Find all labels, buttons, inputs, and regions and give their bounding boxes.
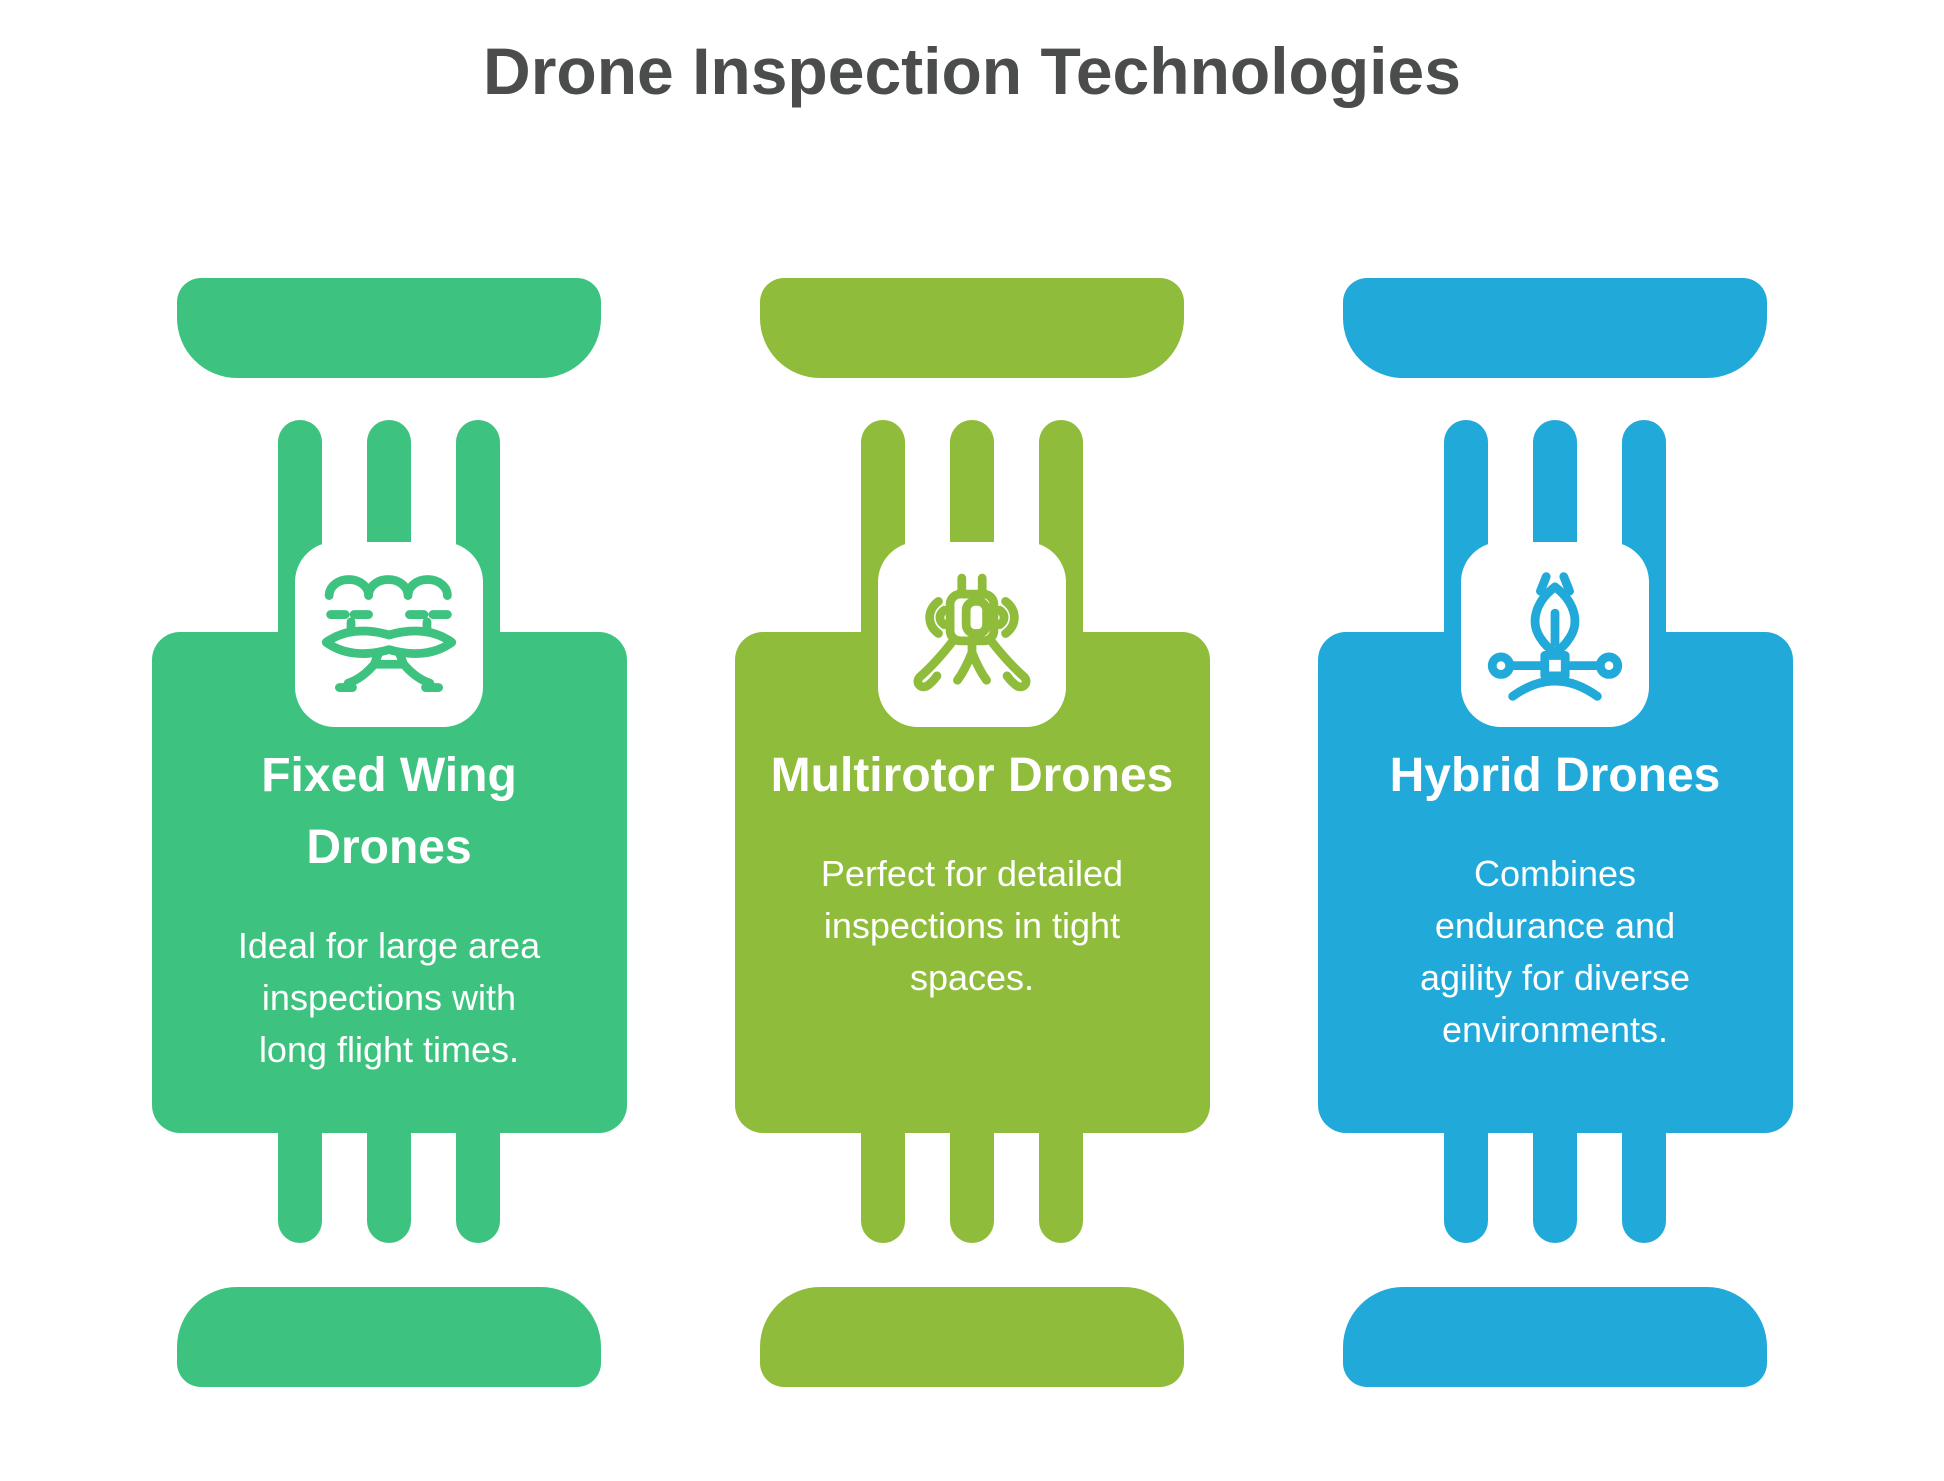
pillar-bar bbox=[1533, 1133, 1577, 1243]
column-cap-top bbox=[177, 278, 601, 378]
column-bars-bottom bbox=[861, 1133, 1083, 1243]
card-title: Multirotor Drones bbox=[770, 749, 1174, 802]
pillar-bar bbox=[456, 1133, 500, 1243]
column-hybrid: Hybrid Drones Combines endurance and agi… bbox=[1317, 278, 1793, 1390]
page-title: Drone Inspection Technologies bbox=[483, 34, 1461, 108]
info-card: Hybrid Drones Combines endurance and agi… bbox=[1317, 632, 1793, 1133]
column-bars-bottom bbox=[1444, 1133, 1666, 1243]
pillar-bar bbox=[1039, 1133, 1083, 1243]
hybrid-drone-icon bbox=[1487, 571, 1623, 701]
pillar-bar bbox=[1622, 1133, 1666, 1243]
icon-box bbox=[878, 542, 1066, 727]
multirotor-drone-icon bbox=[913, 573, 1031, 691]
column-bars-bottom bbox=[278, 1133, 500, 1243]
column-cap-top bbox=[1343, 278, 1767, 378]
column-fixed-wing: Fixed Wing Drones Ideal for large area i… bbox=[151, 278, 627, 1390]
columns-container: Fixed Wing Drones Ideal for large area i… bbox=[0, 278, 1944, 1390]
icon-box bbox=[295, 542, 483, 727]
card-description: Combines endurance and agility for diver… bbox=[1419, 853, 1691, 1050]
card-title: Hybrid Drones bbox=[1389, 749, 1721, 802]
card-description: Ideal for large area inspections with lo… bbox=[237, 925, 541, 1070]
pillar-bar bbox=[1444, 1133, 1488, 1243]
column-cap-bottom bbox=[1343, 1287, 1767, 1387]
pillar-bar bbox=[367, 1133, 411, 1243]
pillar-bar bbox=[950, 1133, 994, 1243]
card-title: Fixed Wing Drones bbox=[261, 749, 517, 874]
pillar-bar bbox=[861, 1133, 905, 1243]
column-multirotor: Multirotor Drones Perfect for detailed i… bbox=[734, 278, 1210, 1390]
pillar-bar bbox=[278, 1133, 322, 1243]
column-cap-bottom bbox=[177, 1287, 601, 1387]
fixed-wing-drone-icon bbox=[321, 574, 457, 692]
icon-box bbox=[1461, 542, 1649, 727]
info-card: Multirotor Drones Perfect for detailed i… bbox=[734, 632, 1210, 1133]
column-cap-bottom bbox=[760, 1287, 1184, 1387]
card-description: Perfect for detailed inspections in tigh… bbox=[820, 853, 1124, 998]
column-cap-top bbox=[760, 278, 1184, 378]
